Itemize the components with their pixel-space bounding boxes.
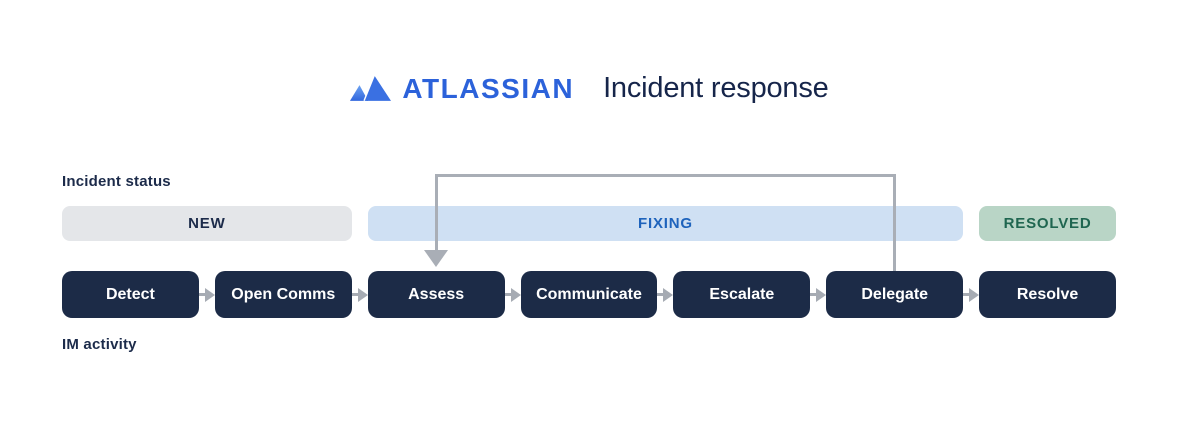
activity-box-escalate: Escalate	[673, 271, 827, 318]
activity-box-label: Assess	[408, 285, 465, 303]
activity-box-resolve: Resolve	[979, 271, 1116, 318]
status-bar-resolved-label: RESOLVED	[1003, 215, 1092, 232]
atlassian-logo-icon	[350, 75, 392, 102]
activity-box-detect: Detect	[62, 271, 215, 318]
page-title: Incident response	[603, 72, 829, 104]
flow-arrow-icon	[198, 287, 215, 303]
flow-arrow-icon	[657, 287, 674, 303]
activity-box-label: Escalate	[709, 285, 775, 303]
activity-box-label: Delegate	[861, 285, 929, 303]
flow-arrow-icon	[963, 287, 980, 303]
status-row: NEW FIXING RESOLVED	[62, 206, 1116, 241]
status-bar-resolved: RESOLVED	[979, 206, 1116, 241]
activity-row: Detect Open Comms Assess Communicate Esc…	[62, 271, 1116, 318]
activity-box-assess: Assess	[367, 271, 521, 318]
loop-arrowhead-icon	[424, 250, 448, 267]
brand-wordmark: ATLASSIAN	[402, 72, 575, 104]
activity-box-label: Communicate	[536, 285, 642, 303]
activity-lane-label: IM activity	[62, 336, 137, 353]
status-bar-new-label: NEW	[188, 215, 226, 232]
loop-arrow-right-line	[893, 174, 896, 271]
status-bar-fixing: FIXING	[367, 206, 964, 241]
header: ATLASSIAN Incident response	[0, 72, 1178, 105]
loop-arrow-left-line	[435, 174, 438, 251]
activity-box-label: Resolve	[1016, 285, 1079, 303]
activity-box-label: Open Comms	[231, 285, 336, 303]
flow-arrow-icon	[810, 287, 827, 303]
activity-box-open-comms: Open Comms	[214, 271, 368, 318]
status-bar-new: NEW	[62, 206, 352, 241]
activity-box-label: Detect	[105, 285, 155, 303]
loop-arrow-top-line	[435, 174, 896, 177]
activity-box-delegate: Delegate	[826, 271, 980, 318]
flow-arrow-icon	[351, 287, 368, 303]
activity-box-communicate: Communicate	[520, 271, 674, 318]
status-lane-label: Incident status	[62, 173, 171, 190]
status-bar-fixing-label: FIXING	[638, 215, 693, 232]
flow-arrow-icon	[504, 287, 521, 303]
